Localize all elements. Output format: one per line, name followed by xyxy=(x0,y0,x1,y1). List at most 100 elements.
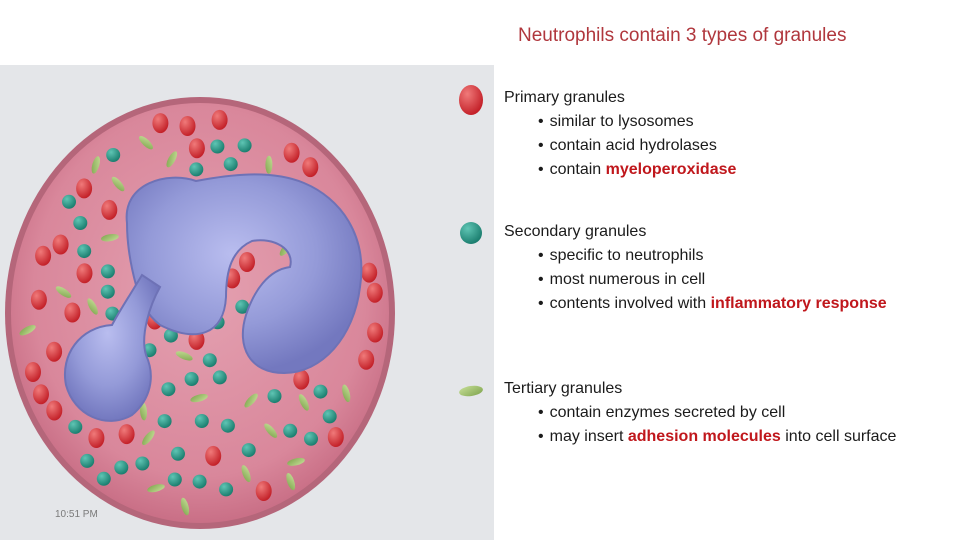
primary-granule xyxy=(361,262,378,283)
primary-granule xyxy=(64,302,81,323)
primary-granule xyxy=(358,349,375,370)
primary-granule xyxy=(366,282,383,303)
secondary-granule xyxy=(237,138,252,153)
primary-granule xyxy=(76,178,93,199)
bullet-item: •contain acid hydrolases xyxy=(538,137,717,154)
primary-granule xyxy=(88,428,105,448)
highlight-term: adhesion molecules xyxy=(627,428,781,445)
primary-granule xyxy=(52,234,69,255)
bullet-text: contain enzymes secreted by cell xyxy=(549,404,786,421)
primary-granule xyxy=(152,113,169,134)
secondary-granule xyxy=(304,431,318,446)
tertiary-granule xyxy=(180,497,190,516)
bullet-item: •contain myeloperoxidase xyxy=(538,161,737,178)
tertiary-granules-section: Tertiary granules •contain enzymes secre… xyxy=(504,377,896,449)
primary-granule xyxy=(255,481,272,501)
primary-granule xyxy=(293,369,310,390)
tertiary-granule xyxy=(139,402,148,421)
secondary-granule-icon xyxy=(460,222,482,244)
primary-granule xyxy=(101,199,118,220)
tertiary-granule xyxy=(142,430,155,446)
nucleus xyxy=(63,173,363,422)
tertiary-granule xyxy=(264,423,278,438)
primary-granule xyxy=(33,384,49,405)
tertiary-granule xyxy=(100,233,119,242)
primary-granule xyxy=(35,245,52,266)
primary-granule xyxy=(179,116,196,136)
secondary-granule xyxy=(184,372,199,386)
bullet-item: •may insert adhesion molecules into cell… xyxy=(538,428,897,445)
tertiary-granule xyxy=(91,156,100,174)
highlight-term: myeloperoxidase xyxy=(605,161,737,178)
bullet-list: •specific to neutrophils •most numerous … xyxy=(504,244,887,316)
primary-granule xyxy=(76,263,93,284)
bullet-text: specific to neutrophils xyxy=(549,247,704,264)
tertiary-granule xyxy=(287,457,305,466)
tertiary-granule xyxy=(87,298,98,315)
tertiary-granule xyxy=(342,384,351,403)
secondary-granule xyxy=(73,216,88,230)
secondary-granule xyxy=(167,472,182,487)
tertiary-granule xyxy=(55,286,72,298)
bullet-item: •most numerous in cell xyxy=(538,271,706,288)
primary-granule xyxy=(327,427,344,447)
secondary-granule xyxy=(100,284,115,299)
primary-granules-section: Primary granules •similar to lysosomes •… xyxy=(504,86,736,182)
bullet-item: •contents involved with inflammatory res… xyxy=(538,295,887,312)
primary-granule xyxy=(46,400,63,421)
primary-granule xyxy=(367,322,384,343)
bullet-text-tail: into cell surface xyxy=(780,428,897,445)
secondary-granule xyxy=(313,384,328,399)
secondary-granule xyxy=(220,418,235,433)
tertiary-granule xyxy=(147,484,165,493)
secondary-granule xyxy=(241,443,256,458)
tertiary-granule xyxy=(286,473,296,491)
primary-granule xyxy=(205,445,222,466)
primary-granule-icon xyxy=(459,85,483,115)
secondary-granule xyxy=(189,162,204,177)
tertiary-granule-icon xyxy=(459,385,483,397)
secondary-granule xyxy=(171,446,185,461)
secondary-granule xyxy=(106,148,121,162)
tertiary-granule xyxy=(166,151,178,168)
neutrophil-illustration xyxy=(0,65,494,540)
tertiary-granule xyxy=(175,351,193,361)
secondary-granule xyxy=(161,382,176,397)
secondary-granule xyxy=(114,460,129,475)
section-heading: Primary granules xyxy=(504,89,625,106)
secondary-granule xyxy=(96,471,111,486)
primary-granule xyxy=(46,341,63,362)
secondary-granule xyxy=(192,474,207,489)
highlight-term: inflammatory response xyxy=(710,295,887,312)
tertiary-granule xyxy=(111,176,125,192)
nucleus-main-lobes xyxy=(125,173,363,375)
secondary-granule xyxy=(163,328,178,343)
primary-granule xyxy=(30,289,47,310)
secondary-granule xyxy=(212,370,227,385)
tertiary-granule xyxy=(244,393,258,408)
secondary-granule xyxy=(267,389,282,404)
secondary-granule xyxy=(283,423,298,438)
tertiary-granule xyxy=(138,136,154,150)
bullet-item: •specific to neutrophils xyxy=(538,247,704,264)
primary-granule xyxy=(188,138,205,159)
tertiary-granule xyxy=(190,393,208,403)
secondary-granules-section: Secondary granules •specific to neutroph… xyxy=(504,220,887,316)
tertiary-granule xyxy=(19,324,36,336)
bullet-list: •contain enzymes secreted by cell •may i… xyxy=(504,401,896,449)
secondary-granule xyxy=(100,264,115,279)
timestamp: 10:51 PM xyxy=(55,509,98,520)
bullet-text: may insert xyxy=(549,428,628,445)
tertiary-granule xyxy=(241,465,251,483)
tertiary-granule xyxy=(265,155,273,174)
neutrophil-svg xyxy=(0,65,494,540)
bullet-text: most numerous in cell xyxy=(549,271,706,288)
secondary-granule xyxy=(219,482,234,497)
secondary-granule xyxy=(77,244,92,259)
nucleus-lower-lobe xyxy=(63,273,162,422)
bullet-list: •similar to lysosomes •contain acid hydr… xyxy=(504,110,736,182)
primary-granule xyxy=(302,157,319,178)
bullet-text: similar to lysosomes xyxy=(549,113,694,130)
bullet-item: •similar to lysosomes xyxy=(538,113,694,130)
bullet-item: •contain enzymes secreted by cell xyxy=(538,404,786,421)
